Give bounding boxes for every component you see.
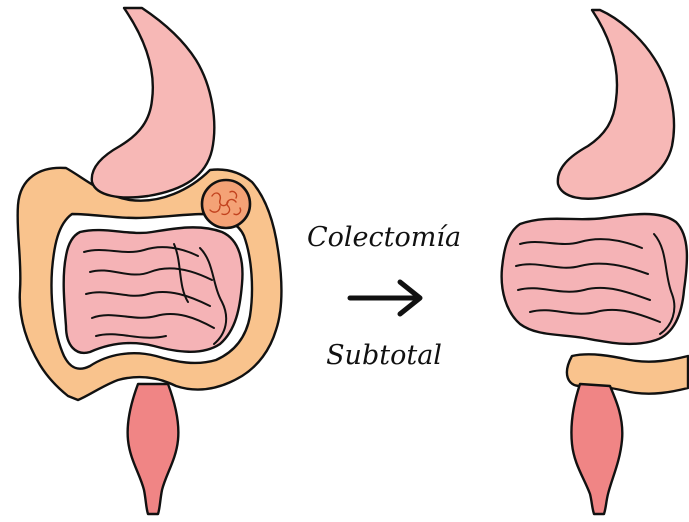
tumor	[202, 180, 250, 228]
before-illustration	[18, 8, 282, 514]
rectum-after	[571, 384, 622, 514]
procedure-label-bottom: Subtotal	[326, 340, 442, 371]
small-intestine-after	[502, 214, 687, 344]
procedure-annotation: Colectomía Subtotal	[307, 222, 461, 371]
small-intestine-before	[64, 227, 243, 352]
stomach-after	[558, 10, 674, 199]
after-illustration	[502, 10, 688, 514]
right-arrow-icon	[350, 282, 420, 314]
stomach-before	[92, 8, 214, 197]
rectum-before	[128, 384, 179, 514]
procedure-label-top: Colectomía	[307, 222, 461, 253]
